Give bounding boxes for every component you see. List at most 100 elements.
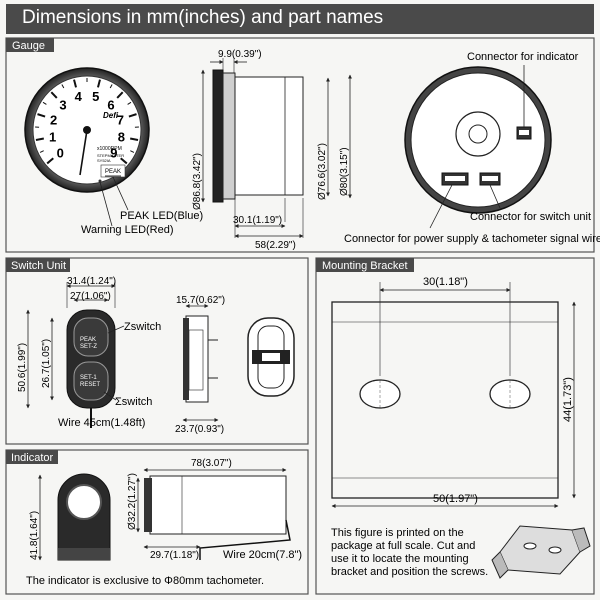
major-tick (35, 137, 45, 142)
minor-tick (127, 101, 132, 105)
major-tick (73, 79, 77, 88)
indicator-base (58, 548, 110, 560)
switch-front-view: PEAK SET-Ζ SET-1 RESET (66, 309, 116, 428)
switch-wire-label: Wire 45cm(1.48ft) (58, 417, 145, 429)
bracket-note-1: This figure is printed on the (331, 527, 464, 539)
major-tick (46, 157, 54, 165)
btn-top-line2: SET-Ζ (80, 344, 97, 350)
ind-note: The indicator is exclusive to Φ80mm tach… (26, 575, 264, 587)
major-tick (116, 91, 124, 99)
bracket-3d-illustration (491, 525, 591, 579)
gauge-section-frame (5, 37, 595, 253)
minor-tick (39, 150, 44, 153)
peak-text: PEAK (105, 169, 121, 175)
page-header: Dimensions in mm(inches) and part names (6, 4, 594, 34)
gauge-number: 9 (110, 145, 117, 160)
gauge-ticks (35, 78, 139, 165)
major-tick (129, 137, 139, 142)
sw-side-face (183, 318, 189, 400)
page-title: Dimensions in mm(inches) and part names (22, 7, 384, 28)
indicator-section-label: Indicator (11, 452, 54, 464)
gauge-unit: x1000RPM (97, 146, 122, 152)
dim-sw-width-outer: 31.4(1.24") (67, 276, 116, 287)
indicator-connector-pins (519, 130, 529, 135)
gauge-number: 4 (75, 89, 83, 104)
indicator-side-view (144, 475, 291, 560)
gauge-number: 0 (57, 145, 64, 160)
switch-conn-leader (489, 184, 501, 209)
bracket-hole-right (489, 379, 531, 409)
bracket-note-2: package at full scale. Cut and (331, 540, 475, 552)
dim-ind-height: 41.8(1.64") (29, 511, 40, 560)
dim-bezel-dia: Ø86.8(3.42") (192, 153, 203, 210)
bracket-3d-hole (548, 546, 562, 554)
dim-sw-height-outer: 50.6(1.99") (17, 343, 28, 392)
dim-body-dia-1: Ø76.6(3.02") (317, 143, 328, 200)
ind-side-face (144, 478, 152, 532)
indicator-front-view (57, 473, 111, 561)
major-tick (97, 79, 101, 88)
switch-section-tag (6, 258, 70, 272)
gauge-number: 7 (117, 112, 124, 127)
peak-led-label: PEAK LED(Blue) (120, 210, 203, 222)
gauge-number: 6 (107, 98, 114, 113)
gauge-number: 8 (118, 130, 125, 145)
ind-bracket (199, 519, 291, 560)
dim-sw-depth-bottom: 23.7(0.93") (175, 424, 224, 435)
dim-bracket-height: 44(1.73") (562, 377, 574, 422)
switch-side-view (183, 315, 218, 403)
gauge-code: SY52IA (97, 158, 111, 163)
warning-led-label: Warning LED(Red) (81, 224, 174, 236)
bracket-note-3: use it to locate the mounting (331, 553, 469, 565)
sw-side-body (185, 315, 209, 403)
side-ring (222, 72, 236, 200)
warning-led-leader (99, 181, 113, 227)
side-bezel (212, 69, 224, 203)
switch-section-label: Switch Unit (11, 260, 66, 272)
gauge-needle (79, 129, 88, 176)
switch-top-button (73, 317, 109, 357)
e-switch-leader (103, 391, 117, 401)
gauge-side-view (212, 69, 304, 203)
sw-side-inner (188, 329, 204, 391)
dim-hole-spacing: 30(1.18") (423, 276, 468, 288)
conn-power-label: Connector for power supply & tachometer … (344, 233, 600, 245)
gauge-brand: Defi (103, 111, 119, 120)
bracket-3d-flange-right (571, 527, 591, 553)
rear-hole (468, 124, 488, 144)
btn-bottom-line2: RESET (80, 382, 100, 388)
z-switch-leader (107, 325, 125, 334)
ind-wire-label: Wire 20cm(7.8") (223, 549, 302, 561)
z-switch-label: Ζswitch (124, 321, 161, 333)
gauge-section-label: Gauge (12, 40, 45, 52)
minor-tick (61, 84, 65, 89)
dim-depth-front: 9.9(0.39") (218, 49, 262, 60)
gauge-section-tag (6, 38, 54, 52)
dim-ind-length: 78(3.07") (191, 458, 232, 469)
bracket-section-label: Mounting Bracket (322, 260, 408, 272)
bracket-template (331, 301, 559, 499)
gauge-rear-view (404, 66, 552, 214)
power-conn-leader (429, 184, 453, 229)
peak-led-leader (112, 176, 129, 211)
switch-section-frame (5, 257, 309, 445)
switch-connector-pins (482, 176, 498, 181)
indicator-section-tag (6, 450, 58, 464)
dim-ind-dia: Ø32.2(1.27") (127, 473, 138, 530)
dim-sw-depth-top: 15.7(0.62") (176, 295, 225, 306)
dim-bracket-width: 50(1.97") (433, 493, 478, 505)
gauge-hub (83, 126, 91, 134)
gauge-model: STEPMASTER (97, 153, 124, 158)
major-tick (120, 157, 128, 165)
dim-depth-58: 58(2.29") (255, 240, 296, 251)
btn-bottom-line1: SET-1 (80, 375, 97, 381)
gauge-number: 2 (50, 112, 57, 127)
bracket-section-tag (316, 258, 414, 272)
gauge-number: 5 (92, 89, 99, 104)
gauge-number: 1 (49, 130, 56, 145)
side-body (234, 76, 304, 196)
dim-sw-height-inner: 26.7(1.05") (41, 339, 52, 388)
